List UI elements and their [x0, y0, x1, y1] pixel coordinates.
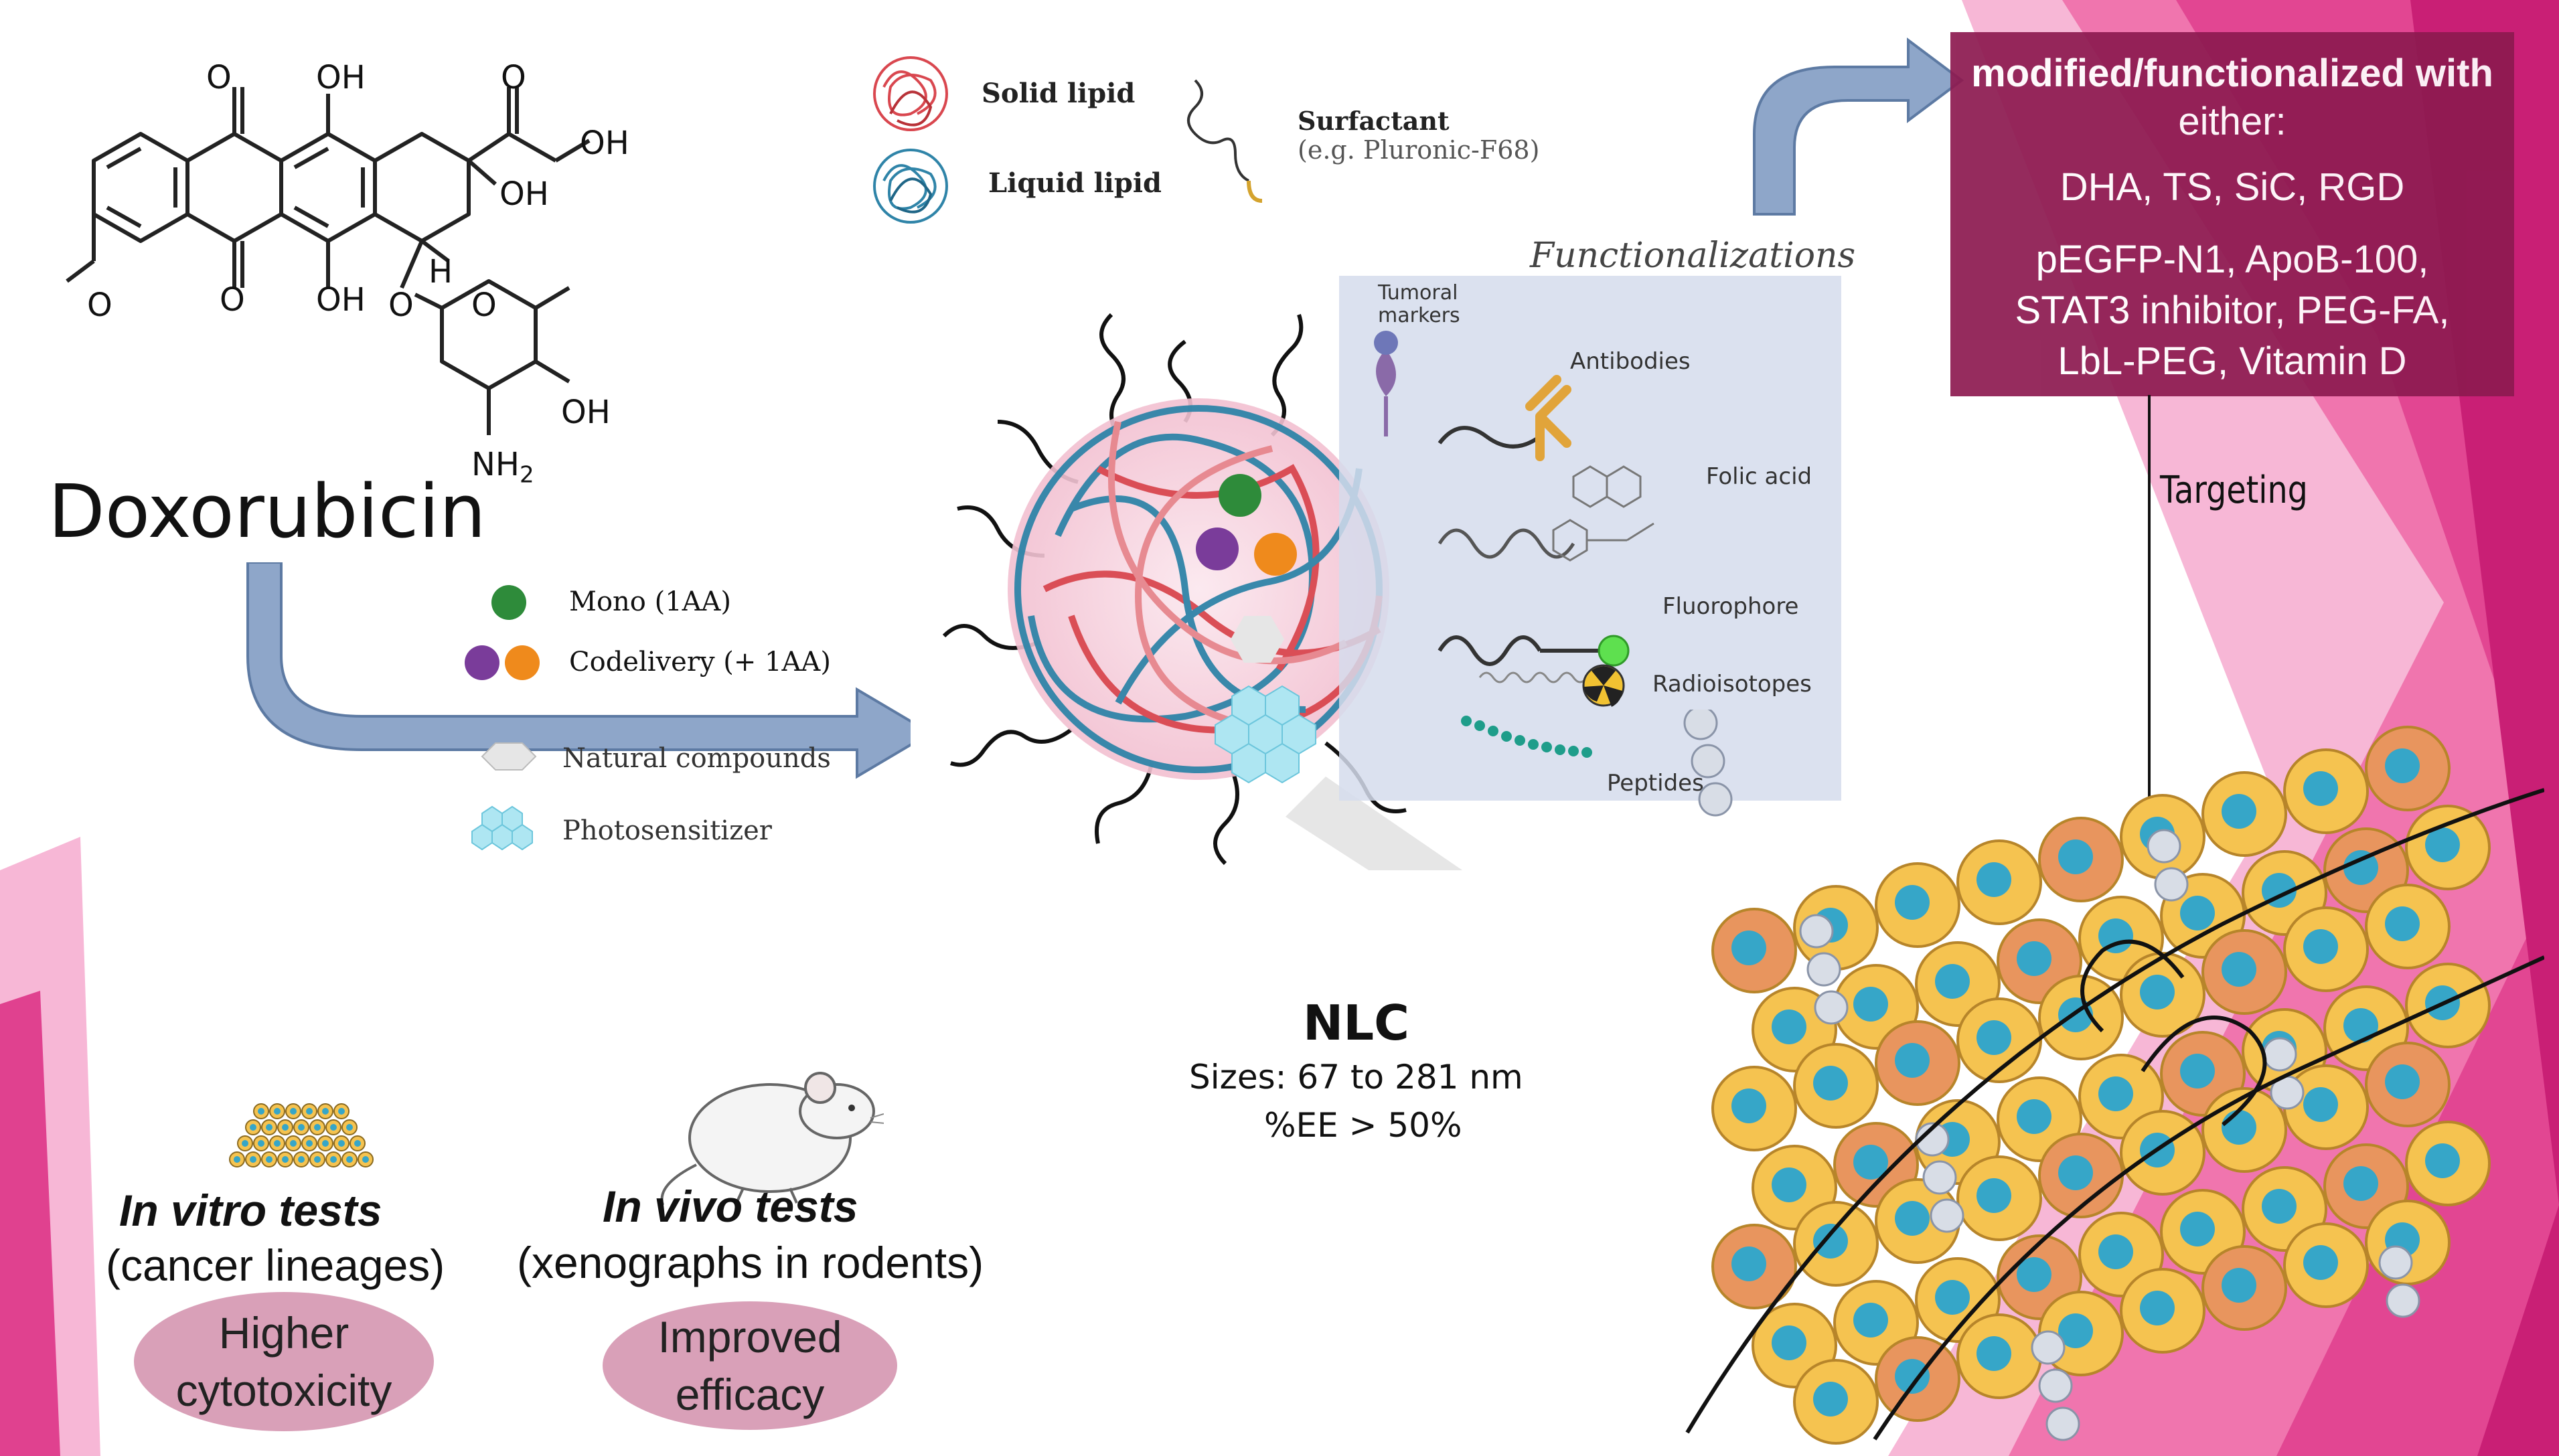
in-vitro-result-l1: Higher: [218, 1308, 350, 1358]
functionalizations-title: Functionalizations: [1530, 236, 1856, 276]
legend-surfactant: Surfactant: [1298, 106, 1450, 136]
mod-line-6: LbL-PEG, Vitamin D: [2058, 339, 2407, 383]
atom-oh-chain: OH: [580, 125, 629, 162]
in-vitro-title: In vitro tests: [119, 1186, 382, 1235]
tumor-cell-cluster: [1683, 710, 2544, 1445]
cargo-legend-markers: [465, 585, 540, 851]
legend-liquid-lipid: Liquid lipid: [988, 167, 1162, 199]
cell-pile-icon: [229, 1103, 374, 1167]
func-antibodies: Antibodies: [1570, 348, 1691, 375]
nlc-to-box-arrow: [1753, 37, 1964, 216]
atom-oh-sugar: OH: [561, 394, 611, 431]
atom-oh-ring: OH: [499, 175, 549, 213]
atom-o-bottom-left: O: [220, 281, 245, 319]
legend-photosensitizer: Photosensitizer: [562, 815, 772, 846]
drug-name: Doxorubicin: [48, 469, 486, 554]
atom-o-sugar: O: [471, 287, 497, 324]
func-fluorophore: Fluorophore: [1662, 593, 1799, 620]
legend-surfactant-example: (e.g. Pluronic-F68): [1298, 135, 1540, 165]
mod-line-4: pEGFP-N1, ApoB-100,: [2035, 238, 2429, 281]
nlc-title: NLC: [1303, 995, 1409, 1051]
functionalization-icons: [1374, 331, 1654, 758]
atom-o-methoxy: O: [87, 287, 112, 324]
in-vitro-subtitle: (cancer lineages): [106, 1240, 445, 1290]
in-vivo-result-l1: Improved: [657, 1312, 842, 1362]
in-vivo-result-ellipse: Improved efficacy: [603, 1301, 897, 1430]
doxorubicin-structure: [66, 87, 591, 435]
in-vitro-result-ellipse: Higher cytotoxicity: [134, 1292, 434, 1431]
atom-nh2: NH2: [471, 446, 534, 489]
atom-oh-top-mid: OH: [316, 59, 366, 96]
mod-line-2: either:: [2178, 100, 2286, 143]
functionalizations-panel: [1339, 276, 1841, 801]
lipid-legend-icons: [873, 56, 1263, 224]
atom-h: H: [429, 253, 453, 291]
in-vivo-result-l2: efficacy: [675, 1370, 825, 1419]
mouse-icon: [660, 1072, 884, 1205]
nlc-sizes: Sizes: 67 to 281 nm: [1189, 1058, 1523, 1097]
mod-line-5: STAT3 inhibitor, PEG-FA,: [2015, 289, 2450, 332]
atom-o-glycoside: O: [388, 287, 414, 324]
legend-solid-lipid: Solid lipid: [982, 78, 1136, 109]
atom-o-top-right: O: [501, 59, 526, 96]
legend-natural-compounds: Natural compounds: [562, 743, 831, 774]
atom-o-top-left: O: [206, 59, 232, 96]
func-folic-acid: Folic acid: [1706, 463, 1812, 490]
func-radioisotopes: Radioisotopes: [1652, 671, 1812, 698]
mod-line-1: modified/functionalized with: [1971, 52, 2493, 95]
targeting-label: Targeting: [2160, 469, 2308, 512]
func-peptides: Peptides: [1607, 770, 1704, 797]
in-vivo-title: In vivo tests: [603, 1182, 858, 1231]
atom-oh-bottom-mid: OH: [316, 281, 366, 319]
modification-box: modified/functionalized with either: DHA…: [1950, 32, 2514, 396]
in-vitro-result-l2: cytotoxicity: [175, 1366, 392, 1415]
legend-codelivery: Codelivery (+ 1AA): [569, 647, 831, 677]
nlc-ee: %EE > 50%: [1264, 1106, 1462, 1145]
in-vivo-subtitle: (xenographs in rodents): [517, 1238, 984, 1287]
mod-line-3: DHA, TS, SiC, RGD: [2060, 165, 2405, 209]
drug-to-nlc-arrow: [246, 562, 911, 779]
func-tumoral-markers-l1: Tumoral: [1378, 281, 1458, 305]
legend-mono: Mono (1AA): [569, 586, 732, 617]
func-tumoral-markers-l2: markers: [1378, 304, 1460, 327]
